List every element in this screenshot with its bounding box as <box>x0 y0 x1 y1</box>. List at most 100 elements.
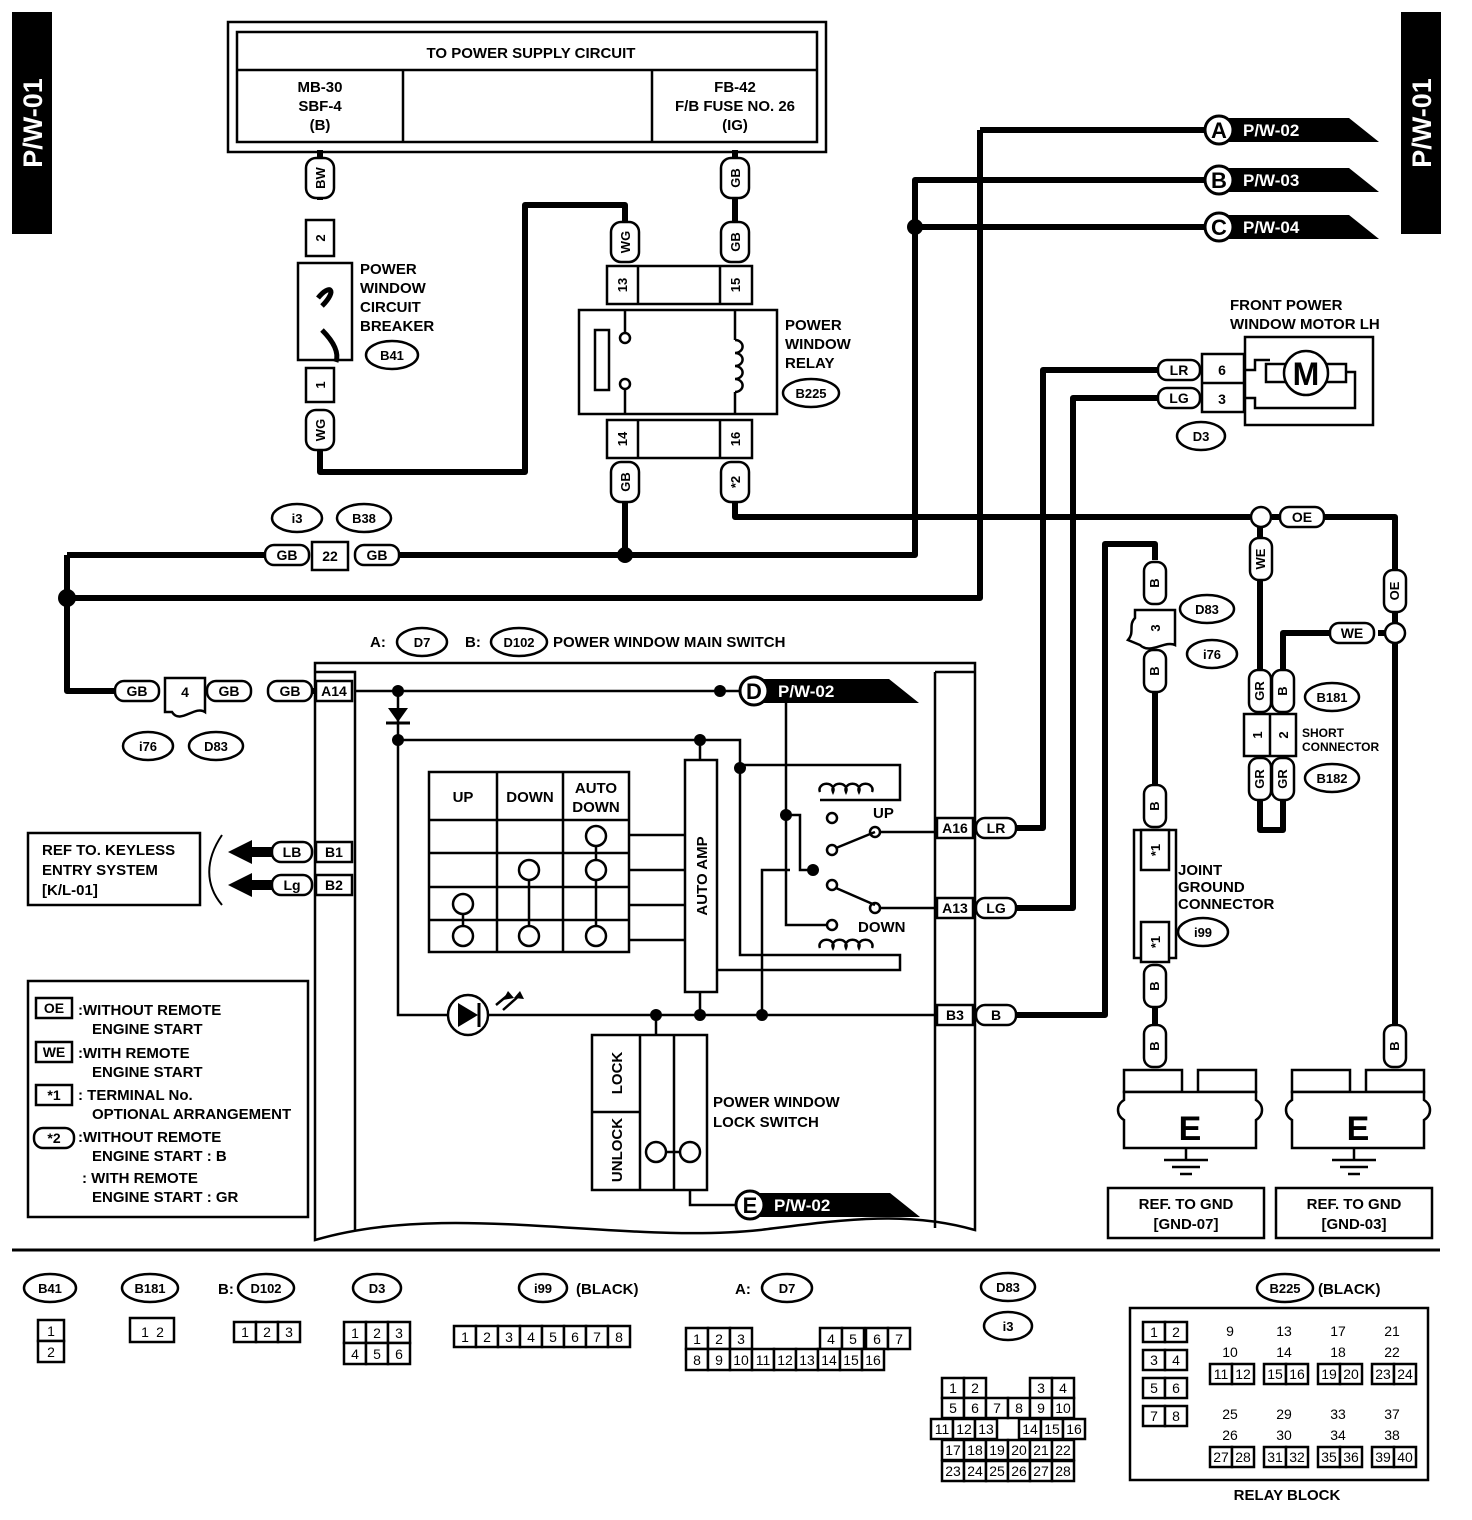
gr-tag-1: GR <box>1252 681 1267 701</box>
relay-wire-gb-top: GB <box>728 168 743 188</box>
view-d3-id: D3 <box>369 1281 386 1296</box>
pin: 1 <box>351 1325 359 1341</box>
pin: 2 <box>263 1324 271 1340</box>
switch-contact <box>517 858 541 882</box>
power-window-relay-b225: WG GB GB 13 15 14 16 GB *2 POWER WINDOW … <box>577 156 852 504</box>
legend-star1-2: OPTIONAL ARRANGEMENT <box>92 1106 291 1123</box>
pin: 26 <box>1222 1427 1238 1443</box>
ground-gnd03-label: E <box>1347 1110 1370 1148</box>
short-pin-2: 2 <box>1276 731 1291 738</box>
connector-b-flag-letter: B <box>1211 168 1227 193</box>
switch-contact <box>584 824 608 848</box>
main-switch-id-a: D7 <box>414 635 431 650</box>
junction-i76-d83: GB 4 GB GB i76 D83 <box>113 676 314 762</box>
pin: 12 <box>777 1352 793 1368</box>
pin: 11 <box>756 1352 771 1368</box>
pin: 15 <box>1267 1366 1283 1382</box>
breaker-label-3: CIRCUIT <box>360 299 421 316</box>
motor-pin-6: 6 <box>1218 362 1226 378</box>
relay-up-label: UP <box>873 805 894 822</box>
keyless-line-2: ENTRY SYSTEM <box>42 862 158 879</box>
pin: 6 <box>873 1331 881 1347</box>
unlock-label: UNLOCK <box>609 1118 626 1182</box>
pin: 7 <box>895 1331 903 1347</box>
right-i76-id: i76 <box>1203 647 1221 662</box>
pin: 19 <box>1321 1366 1337 1382</box>
legend: OE :WITHOUT REMOTE ENGINE START WE :WITH… <box>26 979 310 1219</box>
main-switch-header: A: D7 B: D102 POWER WINDOW MAIN SWITCH <box>370 626 785 658</box>
pin: 6 <box>971 1400 979 1416</box>
main-switch-title: POWER WINDOW MAIN SWITCH <box>553 634 785 651</box>
i3-wire-right: GB <box>367 547 388 563</box>
i3-id: i3 <box>292 511 303 526</box>
pin: 23 <box>945 1463 961 1479</box>
terminal-a16: A16 <box>942 820 968 836</box>
ps-left-2: SBF-4 <box>298 98 342 115</box>
table-header-auto-down-2: DOWN <box>572 799 620 816</box>
pin: 6 <box>1172 1380 1180 1396</box>
breaker-wire-bottom: WG <box>313 419 328 441</box>
ground-gnd07-ref-2: [GND-07] <box>1153 1216 1218 1233</box>
relay-wire-gb-bottom: GB <box>618 472 633 492</box>
main-switch-prefix-a: A: <box>370 634 386 651</box>
junction-i3-b38: i3 B38 GB 22 GB <box>263 502 401 572</box>
relay-pin-14: 14 <box>615 431 630 446</box>
pin: 2 <box>373 1325 381 1341</box>
pin: 4 <box>351 1346 359 1362</box>
pin: 13 <box>799 1352 815 1368</box>
pin: 1 <box>141 1324 149 1340</box>
joint-label-2: GROUND <box>1178 879 1245 896</box>
keyless-entry-ref: REF TO. KEYLESS ENTRY SYSTEM [K/L-01] <box>26 831 202 907</box>
pin: 28 <box>1235 1449 1251 1465</box>
b-tag-2: B <box>1147 666 1162 675</box>
i76-wire-1: GB <box>127 683 148 699</box>
pin: 26 <box>1011 1463 1027 1479</box>
b-tag-6: B <box>1387 1041 1402 1050</box>
view-d7-prefix: A: <box>735 1281 751 1298</box>
power-supply-title: TO POWER SUPPLY CIRCUIT <box>427 45 636 62</box>
connector-e-flag-ref: P/W-02 <box>774 1196 830 1215</box>
joint-star1-bottom: *1 <box>1148 936 1163 948</box>
joint-label-1: JOINT <box>1178 862 1222 879</box>
pin: 7 <box>593 1329 601 1345</box>
main-switch-body: UP DOWN AUTO AMP <box>313 661 977 1242</box>
i76-wire-2: GB <box>219 683 240 699</box>
relay-wire-gb-2: GB <box>728 232 743 252</box>
motor-label-2: WINDOW MOTOR LH <box>1230 316 1380 333</box>
table-header-auto-down: AUTO <box>575 780 618 797</box>
power-supply-box: TO POWER SUPPLY CIRCUIT MB-30 SBF-4 (B) … <box>226 20 828 154</box>
pin: 17 <box>945 1442 961 1458</box>
view-b225-color: (BLACK) <box>1318 1281 1380 1298</box>
breaker-label-4: BREAKER <box>360 318 434 335</box>
d83-pin3: 3 <box>1148 624 1163 631</box>
pin: 14 <box>1276 1344 1292 1360</box>
terminal-b1: B1 <box>325 844 343 860</box>
pin: 3 <box>395 1325 403 1341</box>
relay-pin-15: 15 <box>728 278 743 292</box>
pin: 14 <box>1022 1421 1038 1437</box>
keyless-line-3: [K/L-01] <box>42 882 98 899</box>
motor-label-1: FRONT POWER <box>1230 297 1343 314</box>
view-b225-caption: RELAY BLOCK <box>1234 1487 1341 1504</box>
pin: 9 <box>715 1352 723 1368</box>
pin: 16 <box>1066 1421 1082 1437</box>
view-d83-id: D83 <box>996 1280 1020 1295</box>
b-tag-5: B <box>1147 1041 1162 1050</box>
pin: 4 <box>1172 1352 1180 1368</box>
pin: 21 <box>1033 1442 1049 1458</box>
relay-wire-wg: WG <box>618 231 633 253</box>
pin: 18 <box>967 1442 983 1458</box>
i3-wire-left: GB <box>277 547 298 563</box>
pin: 9 <box>1226 1323 1234 1339</box>
motor-wire-lg: LG <box>1169 390 1189 406</box>
ground-gnd03-ref-2: [GND-03] <box>1321 1216 1386 1233</box>
legend-oe-1: :WITHOUT REMOTE <box>78 1002 221 1019</box>
pin: 35 <box>1321 1449 1337 1465</box>
pin: 31 <box>1267 1449 1283 1465</box>
